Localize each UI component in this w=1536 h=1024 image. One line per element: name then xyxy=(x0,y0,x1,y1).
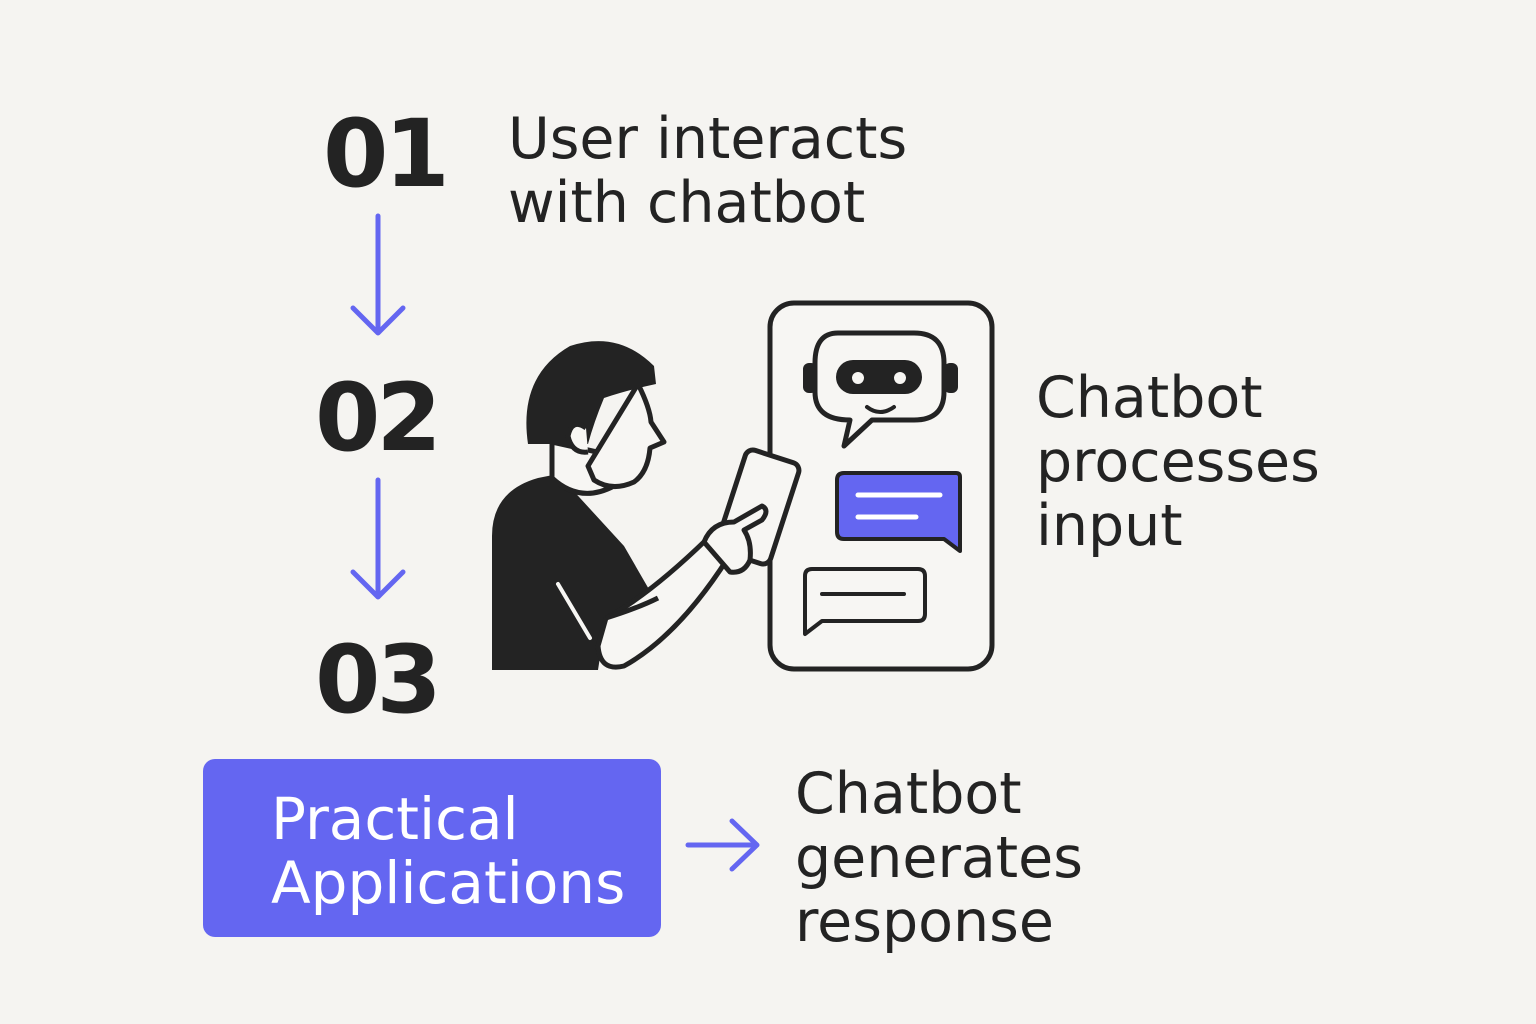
step-number-03: 03 xyxy=(315,626,442,735)
person-with-phone-icon xyxy=(492,341,802,670)
arrow-right-icon xyxy=(685,818,760,872)
step-1-line-1: User interacts xyxy=(508,106,908,172)
chat-bubble-icon xyxy=(803,567,927,636)
chatbot-phone-illustration xyxy=(767,300,995,672)
step-3-line-3: response xyxy=(795,889,1054,955)
step-number-02: 02 xyxy=(315,364,442,473)
chatbot-robot-icon xyxy=(803,330,958,449)
arrow-down-icon xyxy=(350,213,406,336)
step-2-line-2: processes xyxy=(1036,429,1320,495)
step-1-line-2: with chatbot xyxy=(508,170,866,236)
step-3-text: Chatbot generates response xyxy=(795,762,1083,954)
step-number-01: 01 xyxy=(323,100,450,209)
arrow-down-icon xyxy=(350,477,406,600)
step-2-line-3: input xyxy=(1036,493,1183,559)
cta-line-1: Practical xyxy=(271,785,519,853)
step-3-line-1: Chatbot xyxy=(795,761,1022,827)
chat-bubble-icon xyxy=(835,471,962,553)
step-3-line-2: generates xyxy=(795,825,1083,891)
step-1-text: User interacts with chatbot xyxy=(508,107,907,235)
step-2-text: Chatbot processes input xyxy=(1036,366,1320,558)
cta-line-2: Applications xyxy=(271,849,626,917)
practical-applications-box[interactable]: Practical Applications xyxy=(203,759,661,937)
step-2-line-1: Chatbot xyxy=(1036,365,1263,431)
